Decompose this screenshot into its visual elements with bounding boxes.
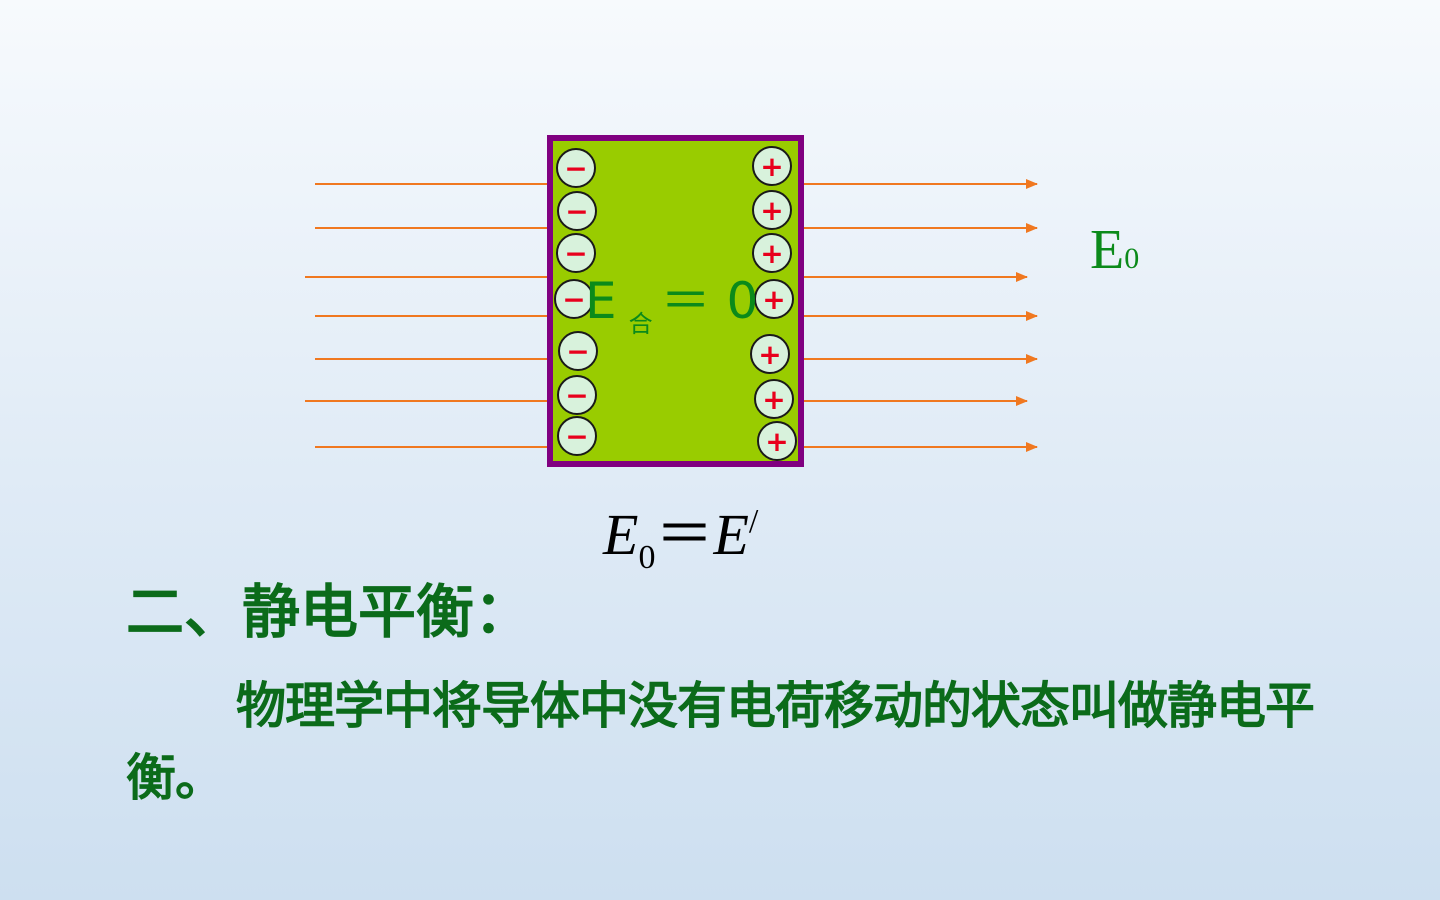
negative-charge-symbol: − [562,283,585,316]
positive-charge-symbol: + [762,383,785,416]
section-heading: 二、静电平衡： [126,578,533,646]
positive-charges: + + + + + + + [750,146,797,461]
field-equation: E0＝E/ [602,502,759,576]
negative-charge: − [557,416,597,456]
negative-charge: − [557,375,597,415]
negative-charge: − [556,148,596,188]
positive-charge-symbol: + [758,338,781,371]
inner-field-label-main: E [585,272,617,330]
negative-charge-symbol: − [564,237,587,270]
equation-rhs: E [712,502,748,567]
negative-charge-symbol: − [565,420,588,453]
negative-charge-symbol: − [564,152,587,185]
definition-text: 物理学中将导体中没有电荷移动的状态叫做静电平衡。 [126,677,1315,807]
positive-charge: + [754,379,794,419]
positive-charge: + [752,146,792,186]
equation-op: ＝ [655,502,713,567]
external-field-label-sub: 0 [1124,242,1139,275]
positive-charge-symbol: + [760,237,783,270]
negative-charge: − [554,279,594,319]
positive-charge-symbol: + [765,425,788,458]
positive-charge: + [754,279,794,319]
equation-rhs-sup: / [749,503,759,540]
negative-charge: − [557,191,597,231]
positive-charge-symbol: + [760,194,783,227]
negative-charge-symbol: − [565,195,588,228]
negative-charge-symbol: − [566,335,589,368]
external-field-label-main: E [1090,219,1124,281]
inner-field-label-sub: 合 [629,310,653,338]
equation-lhs: E [602,502,638,567]
external-field-label: E0 [1090,219,1139,281]
negative-charges: − − − − − − − [554,148,598,456]
negative-charge: − [558,331,598,371]
negative-charge-symbol: − [565,379,588,412]
positive-charge-symbol: + [762,283,785,316]
positive-charge-symbol: + [760,150,783,183]
positive-charge: + [752,190,792,230]
positive-charge: + [752,233,792,273]
inner-field-label-eq: ＝ 0 [661,272,759,330]
field-lines [305,179,1038,452]
positive-charge: + [750,334,790,374]
equation-lhs-sub: 0 [638,539,655,576]
positive-charge: + [757,421,797,461]
negative-charge: − [556,233,596,273]
